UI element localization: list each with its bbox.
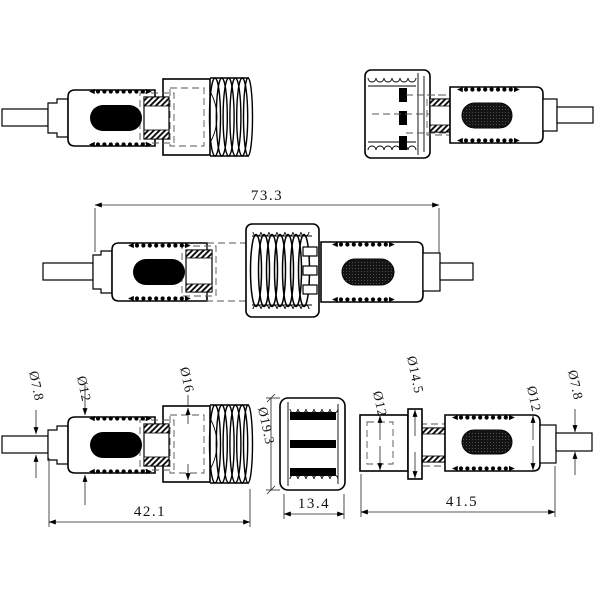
view-female-dimensioned: Ø12 Ø14.5 Ø12 Ø7.8 41.5 xyxy=(359,355,593,517)
dim-cap-length: 13.4 xyxy=(283,494,345,519)
svg-text:Ø12: Ø12 xyxy=(74,375,94,404)
dim-female-body-dia: Ø12 xyxy=(524,385,544,471)
svg-text:Ø7.8: Ø7.8 xyxy=(565,369,586,402)
svg-text:Ø16: Ø16 xyxy=(177,366,197,395)
dim-male-body-dia: Ø12 xyxy=(74,375,94,505)
svg-text:13.4: 13.4 xyxy=(298,496,330,512)
dim-male-length: 42.1 xyxy=(48,458,251,527)
dim-female-cable-dia: Ø7.8 xyxy=(565,369,586,475)
view-female-with-cap xyxy=(364,69,594,159)
dim-assembled-length: 73.3 xyxy=(251,188,283,204)
dim-cap-dia: Ø19.3 xyxy=(255,393,280,495)
svg-text:Ø7.8: Ø7.8 xyxy=(26,370,47,403)
coupling-engaged xyxy=(245,223,320,318)
svg-text:42.1: 42.1 xyxy=(134,504,166,520)
dim-male-cable-dia: Ø7.8 xyxy=(26,370,47,478)
dim-male-thread-dia: Ø16 xyxy=(177,366,197,481)
view-male-plug xyxy=(2,78,253,156)
dim-total: 73.3 xyxy=(94,188,440,258)
svg-text:Ø19.3: Ø19.3 xyxy=(255,406,278,447)
svg-text:Ø14.5: Ø14.5 xyxy=(404,355,427,396)
view-coupling-cap: Ø19.3 13.4 xyxy=(255,393,346,519)
view-assembled: 73.3 xyxy=(42,188,474,318)
dim-female-rear-dia: Ø12 xyxy=(370,390,390,471)
svg-text:Ø12: Ø12 xyxy=(524,385,544,414)
view-male-dimensioned: Ø7.8 Ø12 Ø16 42.1 xyxy=(2,366,253,527)
svg-text:41.5: 41.5 xyxy=(446,494,478,510)
dim-female-length: 41.5 xyxy=(360,466,556,517)
svg-text:Ø12: Ø12 xyxy=(370,390,390,419)
